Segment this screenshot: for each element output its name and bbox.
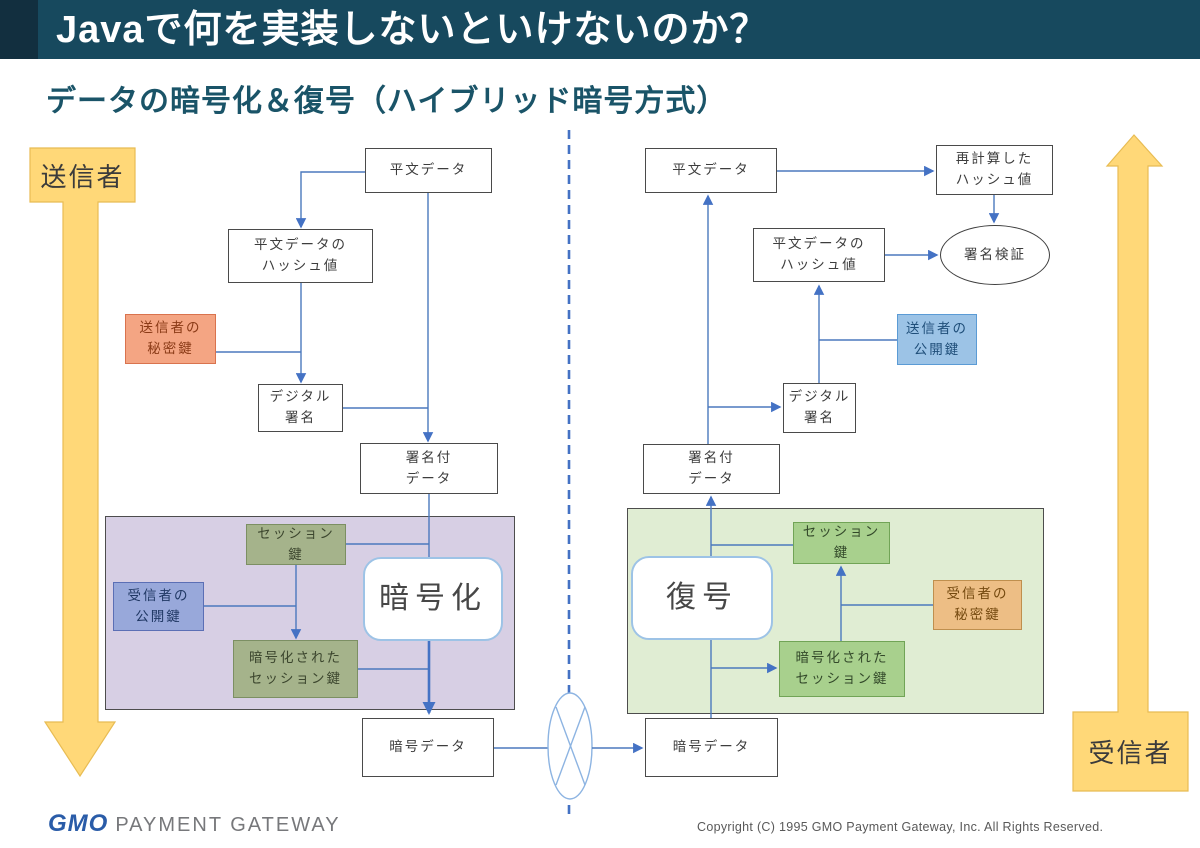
page-title: Javaで何を実装しないといけないのか？ [56,9,769,51]
node-cipher-data-sender: 暗号データ [362,718,494,777]
receiver-lane-label: 受信者 [1088,737,1173,768]
node-signed-data-receiver: 署名付 データ [643,444,780,494]
slide-subtitle: データの暗号化＆復号（ハイブリッド暗号方式） [46,85,728,118]
node-plaintext-data-receiver: 平文データ [645,148,777,193]
sender-lane-label: 送信者 [40,161,125,192]
node-digital-signature-sender: デジタル 署名 [258,384,343,432]
copyright-text: Copyright (C) 1995 GMO Payment Gateway, … [697,820,1104,834]
node-plaintext-data-sender: 平文データ [365,148,492,193]
node-receiver-private-key: 受信者の 秘密鍵 [933,580,1022,630]
node-digital-signature-receiver: デジタル 署名 [783,383,856,433]
sender-lane-arrow [29,147,136,778]
node-plaintext-hash-receiver: 平文データの ハッシュ値 [753,228,885,282]
node-plaintext-hash-sender: 平文データの ハッシュ値 [228,229,373,283]
node-receiver-public-key: 受信者の 公開鍵 [113,582,204,631]
network-symbol [547,692,593,800]
node-sender-private-key: 送信者の 秘密鍵 [125,314,216,364]
gmo-logo-mark: GMO [48,810,109,837]
sender-connectors [204,171,548,749]
receiver-connectors [702,165,1000,718]
node-decrypt-process: 復号 [631,556,773,640]
node-cipher-data-receiver: 暗号データ [645,718,778,777]
node-sender-public-key: 送信者の 公開鍵 [897,314,977,365]
node-session-key-receiver: セッション 鍵 [793,522,890,564]
node-session-key-sender: セッション 鍵 [246,524,346,565]
node-signed-data-sender: 署名付 データ [360,443,498,494]
gmo-logo: GMO PAYMENT GATEWAY [48,810,341,838]
gmo-logo-text: PAYMENT GATEWAY [115,814,341,836]
node-encrypted-session-key-sender: 暗号化された セッション鍵 [233,640,358,698]
node-recalculated-hash: 再計算した ハッシュ値 [936,145,1053,195]
receiver-lane-arrow [1072,134,1189,792]
node-encrypted-session-key-receiver: 暗号化された セッション鍵 [779,641,905,697]
node-encrypt-process: 暗号化 [363,557,503,641]
title-bar: Javaで何を実装しないといけないのか？ [0,0,1200,59]
node-signature-verification: 署名検証 [940,225,1050,285]
title-accent-block [0,0,38,59]
